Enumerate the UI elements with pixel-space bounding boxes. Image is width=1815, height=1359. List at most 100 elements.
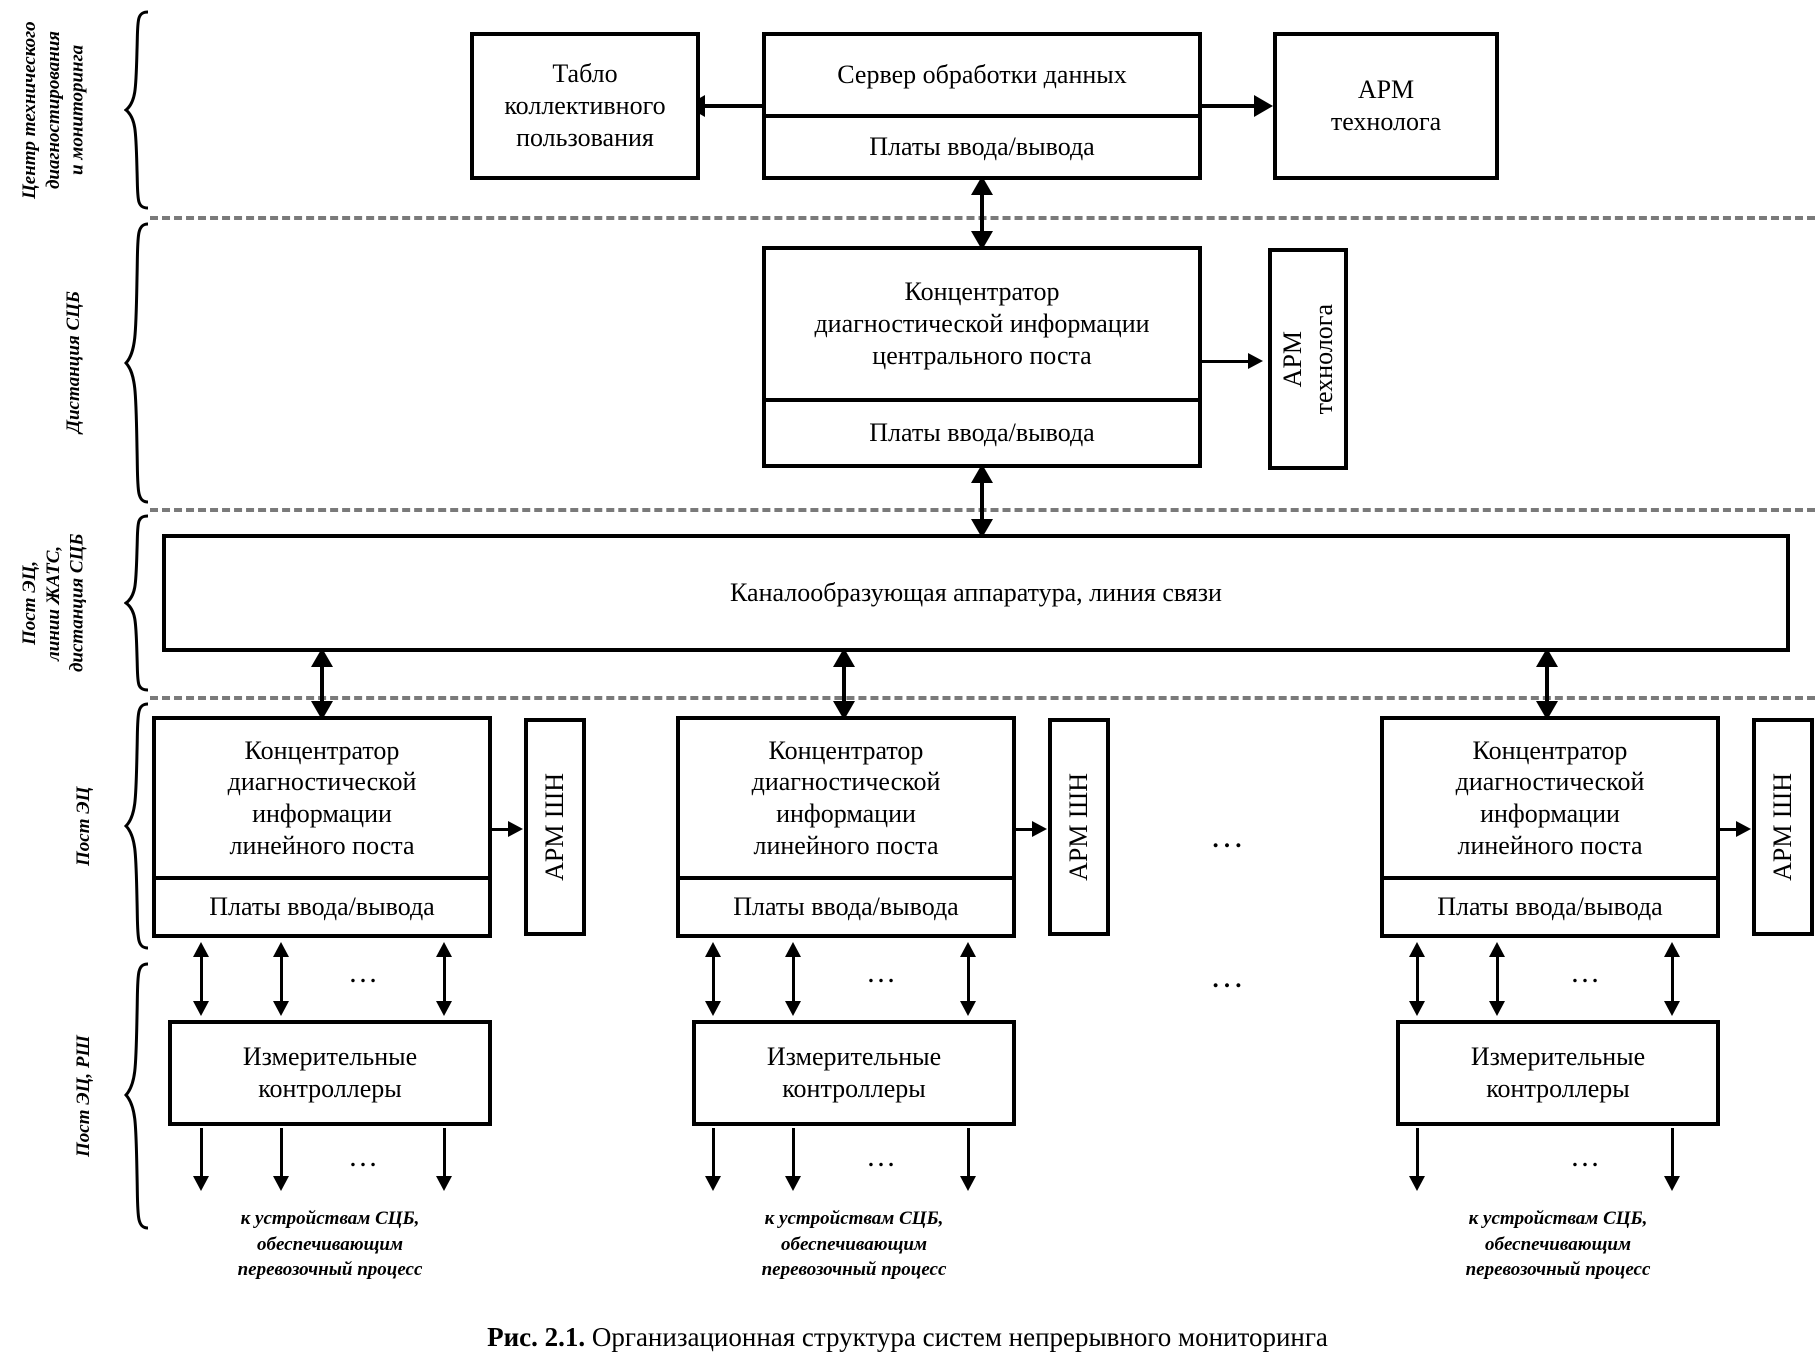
- brace-post-ec-rsh: [124, 962, 150, 1230]
- link-c2-a: [712, 952, 715, 1004]
- arrow-tier3-to-col2: [833, 701, 855, 720]
- arrow-c2-a-up: [705, 942, 721, 957]
- line-concentrator-io-boards-3: Платы ввода/вывода: [1384, 876, 1716, 934]
- data-processing-server-box[interactable]: Сервер обработки данных Платы ввода/выво…: [762, 32, 1202, 180]
- channel-equipment-label: Каналообразующая аппаратура, линия связи: [730, 578, 1222, 608]
- link-c1-b: [280, 952, 283, 1004]
- shn-workstation-box-3[interactable]: АРМ ШН: [1752, 718, 1814, 936]
- arrow-c2-b-up: [785, 942, 801, 957]
- shn-workstation-box-2[interactable]: АРМ ШН: [1048, 718, 1110, 936]
- out-c3-a: [1416, 1128, 1419, 1180]
- connector-concentrator2-to-shn2: [1016, 828, 1036, 831]
- link-c3-c: [1671, 952, 1674, 1004]
- ellipsis-columns-bottom: …: [1210, 958, 1248, 995]
- measuring-controllers-label-2: Измерительные контроллеры: [766, 1042, 942, 1103]
- link-c2-b: [792, 952, 795, 1004]
- connector-tier3-col2: [842, 658, 846, 716]
- ellipsis-c2-out: …: [866, 1140, 899, 1173]
- link-c3-a: [1416, 952, 1419, 1004]
- connector-tier3-col1: [320, 658, 324, 716]
- brace-post-ec: [124, 702, 150, 950]
- ellipsis-c2-links: …: [866, 956, 899, 989]
- technologist-workstation-box[interactable]: АРМ технолога: [1273, 32, 1499, 180]
- out-c2-a: [712, 1128, 715, 1180]
- arrow-tier3-to-col3: [1536, 701, 1558, 720]
- arrow-central-to-workstation: [1248, 353, 1263, 369]
- ellipsis-c3-out: …: [1570, 1140, 1603, 1173]
- out-c3-c: [1671, 1128, 1674, 1180]
- channel-equipment-box[interactable]: Каналообразующая аппаратура, линия связи: [162, 534, 1790, 652]
- arrow-col3-to-tier3: [1536, 648, 1558, 667]
- scb-devices-note-3: к устройствам СЦБ, обеспечивающим перево…: [1465, 1208, 1651, 1281]
- technologist-workstation-vertical-box[interactable]: АРМ технолога: [1268, 248, 1348, 470]
- measuring-controllers-box-3[interactable]: Измерительные контроллеры: [1396, 1020, 1720, 1126]
- connector-server-to-board: [700, 104, 764, 108]
- arrow-out-c2-b: [785, 1176, 801, 1191]
- line-concentrator-io-boards-2: Платы ввода/вывода: [680, 876, 1012, 934]
- shn-workstation-label-1: АРМ ШН: [540, 773, 570, 881]
- line-post-concentrator-box-1[interactable]: Концентратор диагностической информации …: [152, 716, 492, 938]
- connector-concentrator1-to-shn1: [492, 828, 512, 831]
- side-label-post-ec: Пост ЭЦ: [73, 786, 94, 866]
- arrow-server-to-workstation: [1254, 95, 1273, 117]
- technologist-workstation-vertical-label: АРМ технолога: [1277, 303, 1338, 415]
- brace-distance: [124, 222, 150, 504]
- link-c2-c: [967, 952, 970, 1004]
- shn-workstation-box-1[interactable]: АРМ ШН: [524, 718, 586, 936]
- arrow-c3-c-up: [1664, 942, 1680, 957]
- brace-center: [124, 10, 150, 210]
- line-concentrator-title-1: Концентратор диагностической информации …: [227, 735, 417, 860]
- arrow-c3-b-down: [1489, 1001, 1505, 1016]
- side-label-post-lines: Пост ЭЦ, линии ЖАТС, дистанция СЦБ: [19, 533, 88, 673]
- arrow-tier3-to-col1: [311, 701, 333, 720]
- measuring-controllers-label-1: Измерительные контроллеры: [242, 1042, 418, 1103]
- arrow-col1-to-tier3: [311, 648, 333, 667]
- scb-devices-note-1: к устройствам СЦБ, обеспечивающим перево…: [237, 1208, 423, 1281]
- measuring-controllers-box-2[interactable]: Измерительные контроллеры: [692, 1020, 1016, 1126]
- out-c1-a: [200, 1128, 203, 1180]
- arrow-out-c3-a: [1409, 1176, 1425, 1191]
- figure-number: Рис. 2.1.: [487, 1322, 586, 1352]
- measuring-controllers-box-1[interactable]: Измерительные контроллеры: [168, 1020, 492, 1126]
- out-c2-b: [792, 1128, 795, 1180]
- arrow-tier2-to-tier3: [971, 519, 993, 538]
- central-concentrator-title: Концентратор диагностической информации …: [814, 277, 1150, 370]
- arrow-tier1-to-tier2: [971, 231, 993, 250]
- shn-workstation-label-2: АРМ ШН: [1064, 773, 1094, 881]
- side-label-post-ec-rsh: Пост ЭЦ, РШ: [73, 1035, 94, 1157]
- figure-caption: Рис. 2.1. Организационная структура сист…: [0, 1322, 1815, 1353]
- connector-concentrator3-to-shn3: [1720, 828, 1740, 831]
- arrow-c3-a-up: [1409, 942, 1425, 957]
- arrow-c3-a-down: [1409, 1001, 1425, 1016]
- arrow-c1-a-up: [193, 942, 209, 957]
- technologist-workstation-label: АРМ технолога: [1330, 75, 1442, 136]
- ellipsis-c1-out: …: [348, 1140, 381, 1173]
- display-board-box[interactable]: Табло коллективного пользования: [470, 32, 700, 180]
- arrow-c2-b-down: [785, 1001, 801, 1016]
- server-io-boards-label: Платы ввода/вывода: [766, 114, 1198, 176]
- central-post-concentrator-box[interactable]: Концентратор диагностической информации …: [762, 246, 1202, 468]
- arrow-tier2-to-tier1: [971, 176, 993, 195]
- scb-devices-note-2: к устройствам СЦБ, обеспечивающим перево…: [761, 1208, 947, 1281]
- arrow-c3-b-up: [1489, 942, 1505, 957]
- side-label-distance: Дистанция СЦБ: [63, 291, 84, 433]
- arrow-out-c2-c: [960, 1176, 976, 1191]
- arrow-concentrator2-to-shn2: [1032, 821, 1047, 837]
- line-concentrator-io-boards-1: Платы ввода/вывода: [156, 876, 488, 934]
- measuring-controllers-label-3: Измерительные контроллеры: [1470, 1042, 1646, 1103]
- out-c1-c: [443, 1128, 446, 1180]
- figure-caption-text: Организационная структура систем непреры…: [591, 1322, 1328, 1352]
- arrow-c3-c-down: [1664, 1001, 1680, 1016]
- arrow-c2-a-down: [705, 1001, 721, 1016]
- connector-tier3-col3: [1545, 658, 1549, 716]
- line-concentrator-title-2: Концентратор диагностической информации …: [751, 735, 941, 860]
- arrow-col2-to-tier3: [833, 648, 855, 667]
- connector-server-to-workstation: [1200, 104, 1260, 108]
- tier-separator-3: [150, 696, 1815, 700]
- ellipsis-c1-links: …: [348, 956, 381, 989]
- connector-tier2-tier3: [980, 474, 984, 534]
- arrow-concentrator3-to-shn3: [1736, 821, 1751, 837]
- line-post-concentrator-box-2[interactable]: Концентратор диагностической информации …: [676, 716, 1016, 938]
- line-post-concentrator-box-3[interactable]: Концентратор диагностической информации …: [1380, 716, 1720, 938]
